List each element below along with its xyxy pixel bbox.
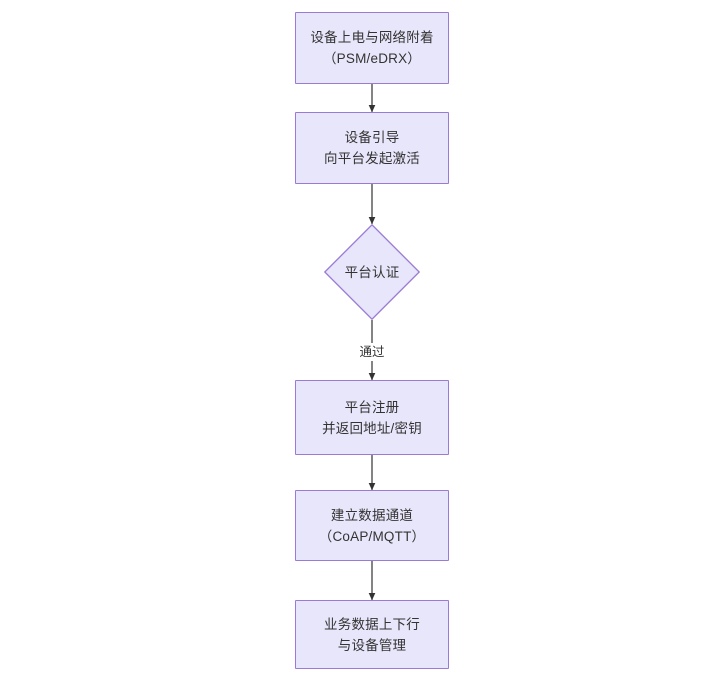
node-label-n6: 业务数据上下行 与设备管理: [324, 616, 420, 653]
node-n4[interactable]: 平台注册 并返回地址/密钥: [295, 380, 449, 455]
node-n2[interactable]: 设备引导 向平台发起激活: [295, 112, 449, 184]
node-label-n5: 建立数据通道 （CoAP/MQTT）: [318, 507, 426, 544]
node-n5[interactable]: 建立数据通道 （CoAP/MQTT）: [295, 490, 449, 561]
node-n1[interactable]: 设备上电与网络附着 （PSM/eDRX）: [295, 12, 449, 84]
node-label-n1: 设备上电与网络附着 （PSM/eDRX）: [310, 30, 434, 66]
node-n3[interactable]: 平台认证: [324, 224, 420, 320]
node-label-n2: 设备引导 向平台发起激活: [324, 130, 420, 166]
node-label-n3: 平台认证: [344, 264, 400, 280]
edge-label-e3: 通过: [357, 343, 387, 361]
node-n6[interactable]: 业务数据上下行 与设备管理: [295, 600, 449, 669]
diamond-shape: [324, 224, 420, 320]
node-label-n4: 平台注册 并返回地址/密钥: [322, 399, 422, 436]
